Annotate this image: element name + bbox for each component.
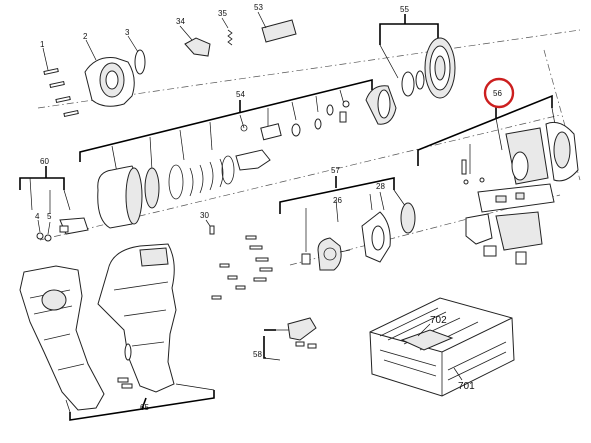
part-53-pad bbox=[257, 11, 297, 43]
callout-3: 3 bbox=[125, 28, 130, 37]
bracket-65 bbox=[65, 383, 215, 421]
callout-26: 26 bbox=[333, 196, 342, 205]
bracket-54 bbox=[79, 78, 381, 179]
callout-34: 34 bbox=[176, 17, 185, 26]
bracket-58 bbox=[263, 329, 290, 361]
part-1-screws bbox=[42, 47, 79, 118]
callout-58: 58 bbox=[253, 350, 262, 359]
callout-55: 55 bbox=[400, 5, 409, 14]
highlight-circle-56 bbox=[483, 77, 515, 109]
part-35-spring bbox=[221, 17, 233, 46]
callout-1: 1 bbox=[40, 40, 45, 49]
callout-54: 54 bbox=[236, 90, 245, 99]
part-55-end-cover bbox=[401, 37, 456, 99]
part-57-motor-assembly bbox=[301, 191, 416, 271]
callout-labels: 1 2 3 34 35 53 55 54 56 60 4 5 57 28 26 … bbox=[35, 3, 502, 412]
callout-28: 28 bbox=[376, 182, 385, 191]
callout-60: 60 bbox=[40, 157, 49, 166]
part-2-gear-housing bbox=[84, 39, 135, 107]
leaders-case bbox=[417, 323, 463, 381]
part-3-ring bbox=[127, 35, 146, 75]
callout-701: 701 bbox=[458, 381, 475, 392]
callout-65: 65 bbox=[140, 403, 149, 412]
part-60-anvil bbox=[36, 217, 89, 242]
callout-35: 35 bbox=[218, 9, 227, 18]
callout-702: 702 bbox=[430, 315, 447, 326]
callout-2: 2 bbox=[83, 32, 88, 41]
part-58-belt-clip bbox=[287, 317, 317, 349]
part-30-screw bbox=[205, 219, 215, 235]
callout-30: 30 bbox=[200, 211, 209, 220]
part-housing-right bbox=[97, 243, 177, 393]
part-housing-left bbox=[19, 265, 105, 411]
part-34-clip bbox=[179, 25, 211, 57]
callout-5: 5 bbox=[47, 212, 52, 221]
part-56-electronics bbox=[461, 121, 579, 265]
bracket-60 bbox=[19, 166, 71, 214]
loose-screws bbox=[211, 235, 273, 300]
callout-53: 53 bbox=[254, 3, 263, 12]
callout-57: 57 bbox=[331, 166, 340, 175]
part-701-carry-case bbox=[369, 297, 515, 397]
part-65-screws bbox=[117, 377, 133, 389]
callout-4: 4 bbox=[35, 212, 40, 221]
part-54-drive-train bbox=[97, 85, 397, 229]
callout-56: 56 bbox=[493, 89, 502, 98]
